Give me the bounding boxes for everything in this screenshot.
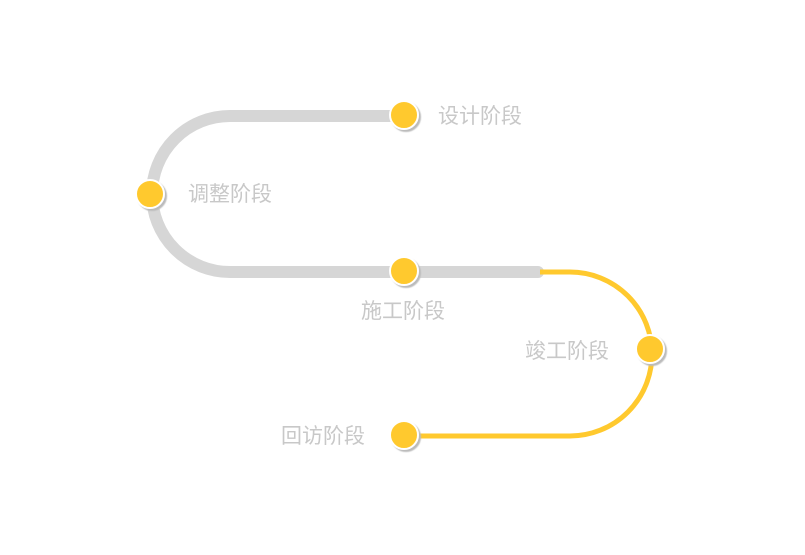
stage-node-4[interactable] <box>635 334 665 364</box>
stage-node-3[interactable] <box>389 256 419 286</box>
stage-node-1[interactable] <box>389 100 419 130</box>
stage-label: 调整阶段 <box>188 182 272 206</box>
stage-node-2[interactable] <box>135 179 165 209</box>
stage-label: 回访阶段 <box>281 424 365 448</box>
stage-label: 施工阶段 <box>361 299 445 323</box>
stage-label: 竣工阶段 <box>525 339 609 363</box>
stage-label: 设计阶段 <box>438 104 522 128</box>
stage-node-5[interactable] <box>389 420 419 450</box>
